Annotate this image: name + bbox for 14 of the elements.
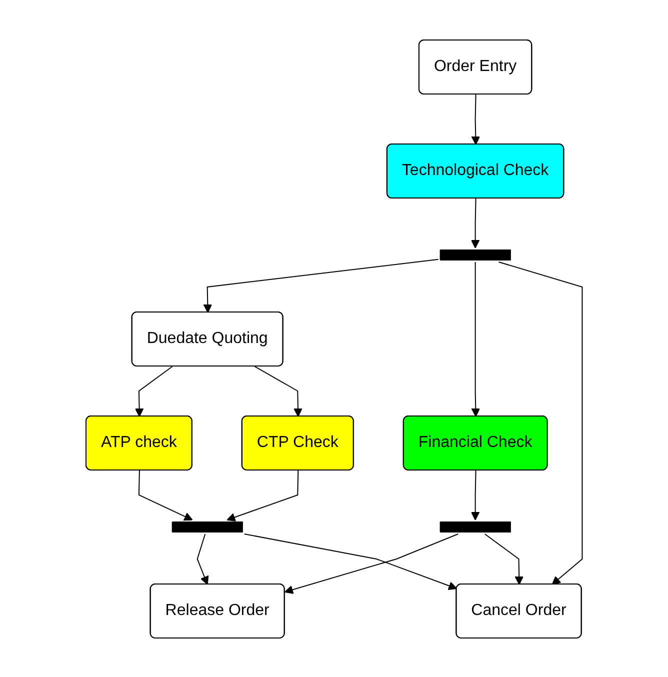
arrow xyxy=(498,261,583,584)
arrow xyxy=(471,261,480,416)
arrow xyxy=(484,533,524,584)
arrow xyxy=(284,533,458,594)
arrow xyxy=(226,470,299,521)
arrow xyxy=(254,366,302,416)
arrow xyxy=(134,366,173,416)
arrow xyxy=(196,533,208,584)
arrow xyxy=(470,198,480,248)
arrow xyxy=(470,470,480,520)
arrow xyxy=(244,533,458,590)
arrow xyxy=(203,258,439,312)
arrow xyxy=(138,470,193,520)
arrow xyxy=(471,94,480,144)
